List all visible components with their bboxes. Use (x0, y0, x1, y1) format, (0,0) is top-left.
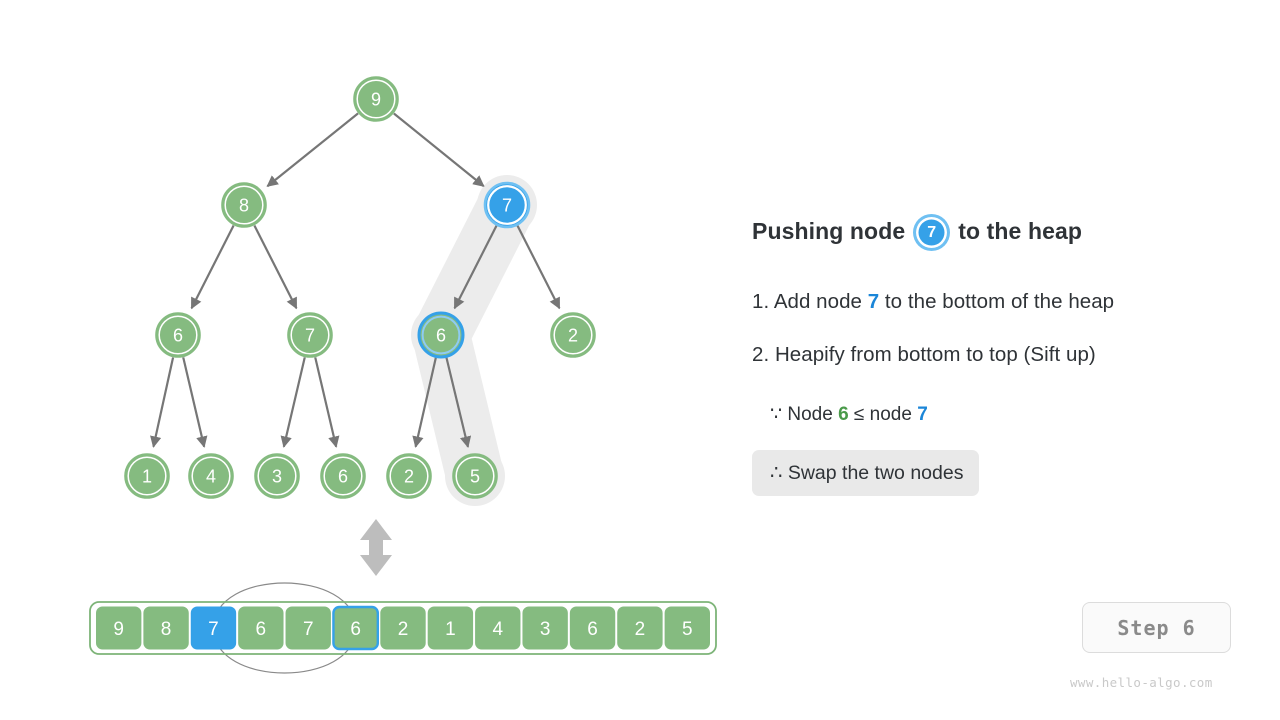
tree-edge (315, 357, 336, 446)
array-cell-value: 4 (492, 619, 503, 640)
tree-node-value: 6 (173, 326, 183, 346)
array-cell-value: 7 (208, 619, 219, 640)
array-cell-value: 6 (256, 619, 267, 640)
tree-node-value: 9 (371, 90, 381, 110)
array-cell[interactable]: 7 (191, 607, 235, 649)
array-cell[interactable]: 2 (381, 607, 425, 649)
reason-text-a: Node (782, 404, 838, 425)
array-cell-value: 2 (635, 619, 646, 640)
array-cell[interactable]: 2 (618, 607, 662, 649)
tree-edge (517, 226, 559, 309)
tree-edge (183, 357, 204, 446)
tree-node[interactable]: 3 (255, 454, 299, 498)
array-cell-value: 9 (113, 619, 124, 640)
tree-node-value: 4 (206, 467, 216, 487)
tree-node-value: 3 (272, 467, 282, 487)
tree-node-value: 8 (239, 196, 249, 216)
tree-node[interactable]: 8 (222, 183, 266, 227)
because-symbol: ∵ (770, 404, 782, 425)
array-cell[interactable]: 6 (333, 607, 377, 649)
reason-operator: ≤ node (849, 404, 918, 425)
tree-edge (267, 113, 358, 186)
array-cell[interactable]: 8 (144, 607, 188, 649)
tree-node-value: 6 (338, 467, 348, 487)
array-cell-value: 7 (303, 619, 314, 640)
array-cell[interactable]: 6 (570, 607, 614, 649)
array-cell-value: 6 (350, 619, 361, 640)
tree-edge (394, 113, 484, 186)
watermark: www.hello-algo.com (1070, 675, 1213, 690)
step-2-text-a: Heapify from bottom to top (Sift up) (775, 343, 1096, 366)
tree-node[interactable]: 1 (125, 454, 169, 498)
panel-title-prefix: Pushing node (752, 218, 905, 245)
conclusion-line: ∴ Swap the two nodes (752, 450, 979, 496)
panel-title: Pushing node 7 to the heap (752, 216, 1082, 247)
step-1-text-a: Add node (774, 290, 868, 313)
instruction-step-1: 1. Add node 7 to the bottom of the heap (752, 290, 1114, 314)
array-cell[interactable]: 3 (523, 607, 567, 649)
instruction-step-2: 2. Heapify from bottom to top (Sift up) (752, 343, 1096, 367)
tree-node-value: 6 (436, 326, 446, 346)
array-cell-value: 3 (540, 619, 551, 640)
tree-edge (254, 226, 296, 309)
step-1-number: 1. (752, 290, 774, 313)
array-representation: 9 8 7 6 7 6 2 1 4 3 6 2 5 (90, 602, 716, 654)
step-1-text-b: to the bottom of the heap (879, 290, 1114, 313)
tree-node[interactable]: 4 (189, 454, 233, 498)
array-cell-value: 1 (445, 619, 456, 640)
array-cell[interactable]: 7 (286, 607, 330, 649)
array-cell[interactable]: 5 (665, 607, 709, 649)
tree-edge (284, 357, 305, 446)
tree-node-value: 5 (470, 467, 480, 487)
tree-node[interactable]: 2 (551, 313, 595, 357)
step-counter-badge: Step 6 (1082, 602, 1231, 653)
array-cell[interactable]: 6 (239, 607, 283, 649)
step-2-number: 2. (752, 343, 775, 366)
array-cell[interactable]: 1 (428, 607, 472, 649)
heap-visualization: 9 8 7 6 7 6 2 1 4 3 6 2 5 9 8 7 6 7 6 2 1 4 3 6 2 5 (0, 0, 740, 720)
array-cell-value: 2 (398, 619, 409, 640)
tree-node[interactable]: 9 (354, 77, 398, 121)
panel-title-suffix: to the heap (958, 218, 1082, 245)
tree-node-value: 7 (305, 326, 315, 346)
tree-node[interactable]: 7 (485, 183, 529, 227)
tree-node-value: 7 (502, 196, 512, 216)
tree-node[interactable]: 5 (453, 454, 497, 498)
reason-line: ∵ Node 6 ≤ node 7 (770, 403, 928, 426)
tree-node-value: 2 (404, 467, 414, 487)
tree-node[interactable]: 7 (288, 313, 332, 357)
tree-array-link-arrow (360, 519, 392, 576)
array-cell-value: 8 (161, 619, 172, 640)
array-cell-value: 6 (587, 619, 598, 640)
tree-nodes: 9 8 7 6 7 6 2 1 4 3 6 2 5 (125, 77, 595, 498)
tree-node-value: 1 (142, 467, 152, 487)
tree-node[interactable]: 6 (321, 454, 365, 498)
tree-node[interactable]: 6 (156, 313, 200, 357)
conclusion-text: Swap the two nodes (782, 462, 963, 484)
tree-node[interactable]: 6 (419, 313, 463, 357)
step-1-node-value: 7 (868, 290, 879, 313)
array-cell-value: 5 (682, 619, 693, 640)
therefore-symbol: ∴ (770, 462, 782, 484)
tree-edge (192, 226, 234, 309)
tree-node-value: 2 (568, 326, 578, 346)
panel-title-node-badge: 7 (916, 217, 947, 248)
tree-edge (153, 357, 173, 446)
tree-node[interactable]: 2 (387, 454, 431, 498)
reason-child-value: 6 (838, 404, 849, 425)
array-cell[interactable]: 9 (97, 607, 141, 649)
array-cell[interactable]: 4 (476, 607, 520, 649)
reason-parent-value: 7 (917, 404, 928, 425)
explanation-panel: Pushing node 7 to the heap 1. Add node 7… (752, 0, 1280, 720)
